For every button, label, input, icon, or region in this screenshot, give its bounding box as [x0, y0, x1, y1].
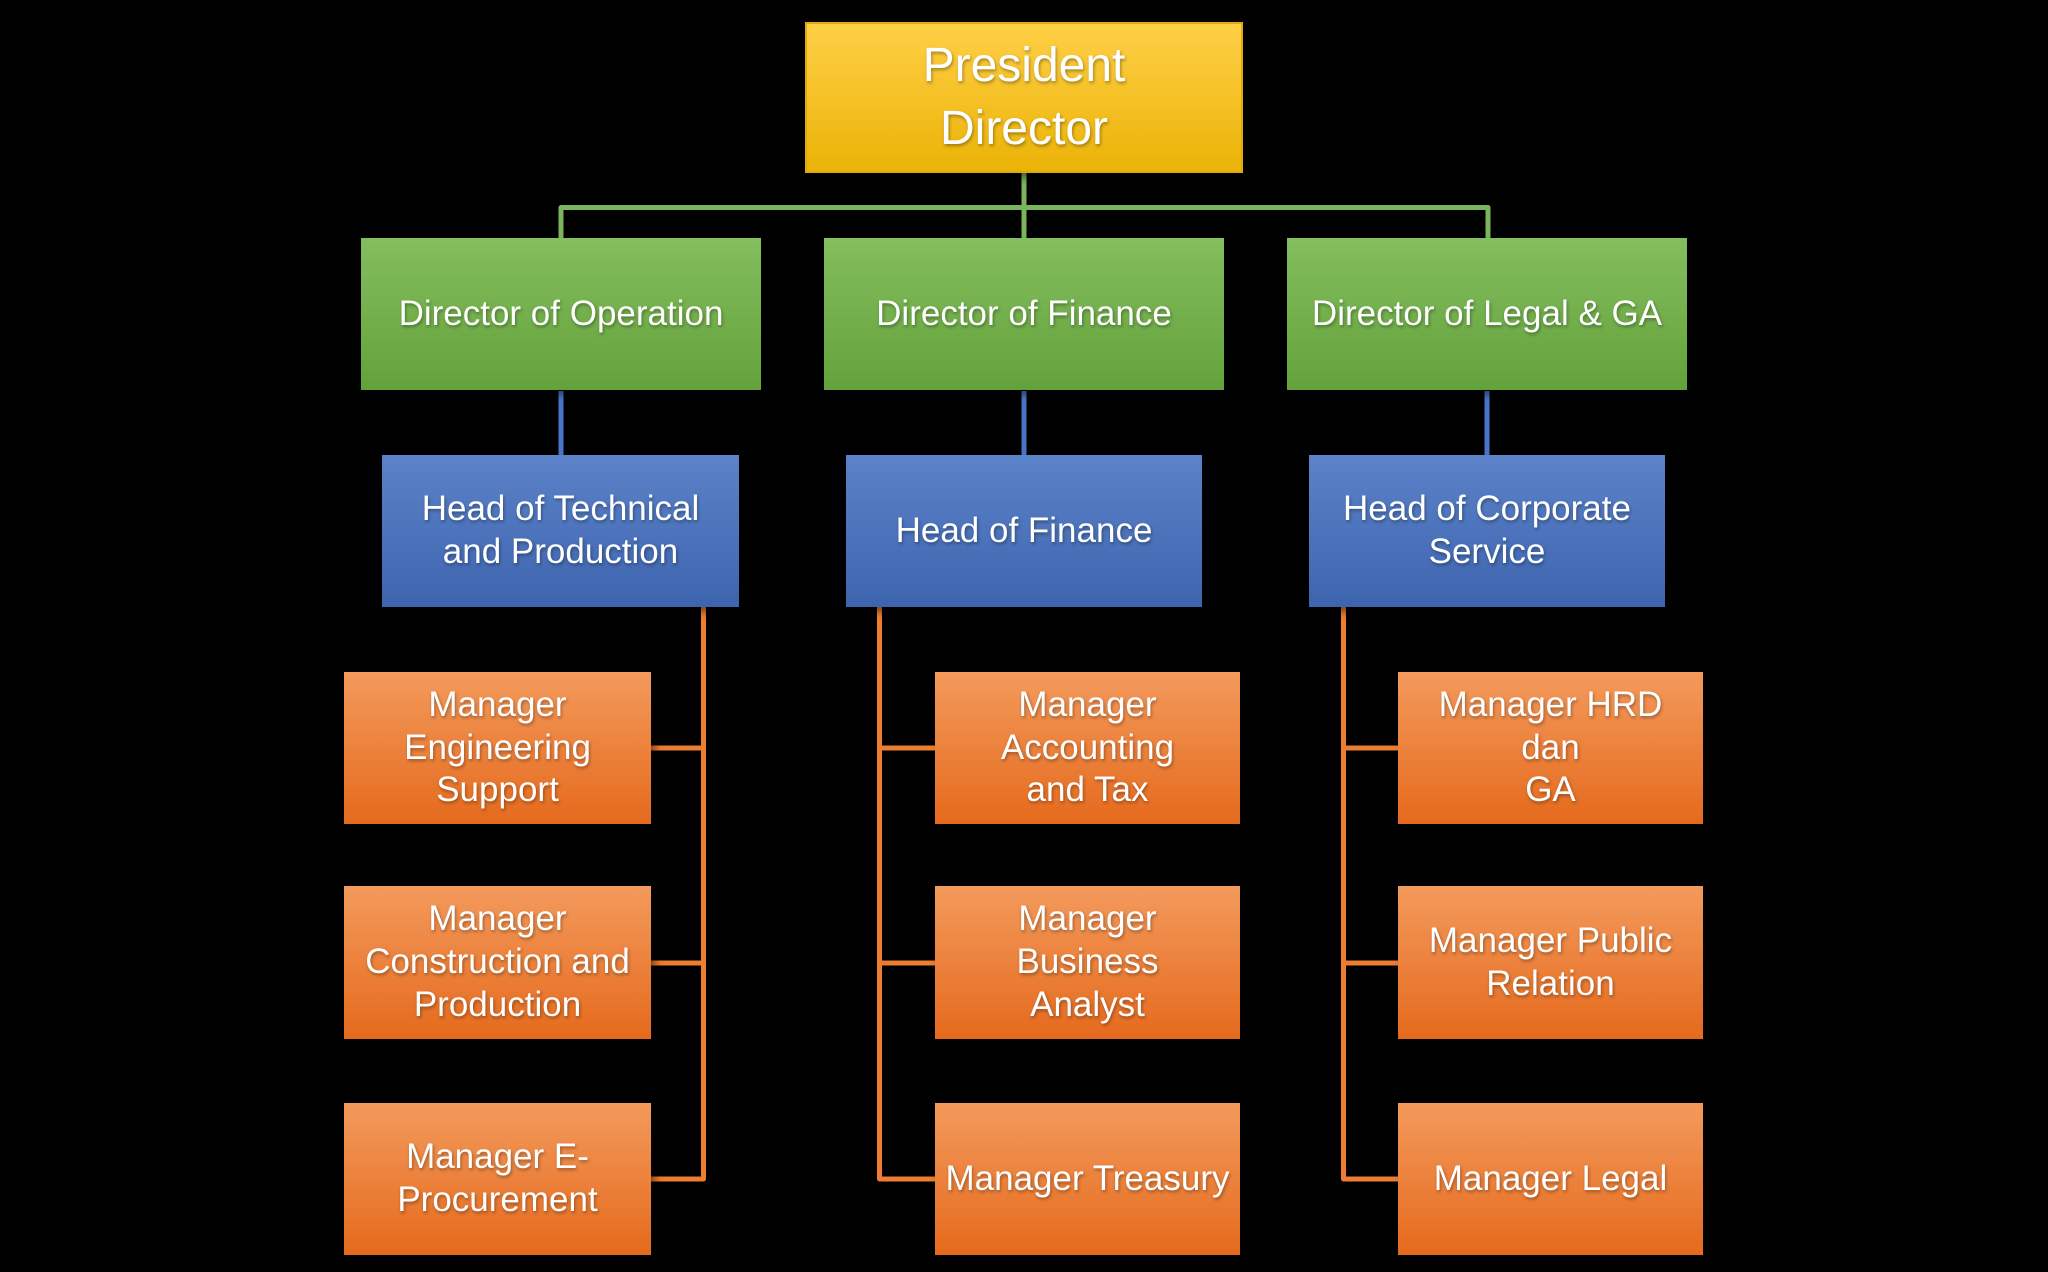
node-manager-hrd-dan-ga: Manager HRD dan GA — [1398, 672, 1703, 824]
node-head-of-finance: Head of Finance — [846, 455, 1202, 607]
node-manager-business-analyst: Manager Business Analyst — [935, 886, 1240, 1039]
node-manager-treasury: Manager Treasury — [935, 1103, 1240, 1255]
node-head-of-technical-and-production: Head of Technical and Production — [382, 455, 739, 607]
node-manager-construction-and-production: Manager Construction and Production — [344, 886, 651, 1039]
connector-president-to-directors — [558, 173, 1491, 238]
node-manager-engineering-support: Manager Engineering Support — [344, 672, 651, 824]
node-head-of-corporate-service: Head of Corporate Service — [1309, 455, 1665, 607]
connector-heads-to-managers — [651, 607, 1398, 1182]
node-manager-legal: Manager Legal — [1398, 1103, 1703, 1255]
connector-directors-to-heads — [558, 391, 1490, 455]
node-manager-public-relation: Manager Public Relation — [1398, 886, 1703, 1039]
node-director-of-legal-ga: Director of Legal & GA — [1287, 238, 1687, 390]
node-manager-e-procurement: Manager E- Procurement — [344, 1103, 651, 1255]
node-director-of-finance: Director of Finance — [824, 238, 1224, 390]
node-director-of-operation: Director of Operation — [361, 238, 761, 390]
node-manager-accounting-and-tax: Manager Accounting and Tax — [935, 672, 1240, 824]
node-president-director: President Director — [805, 22, 1243, 173]
